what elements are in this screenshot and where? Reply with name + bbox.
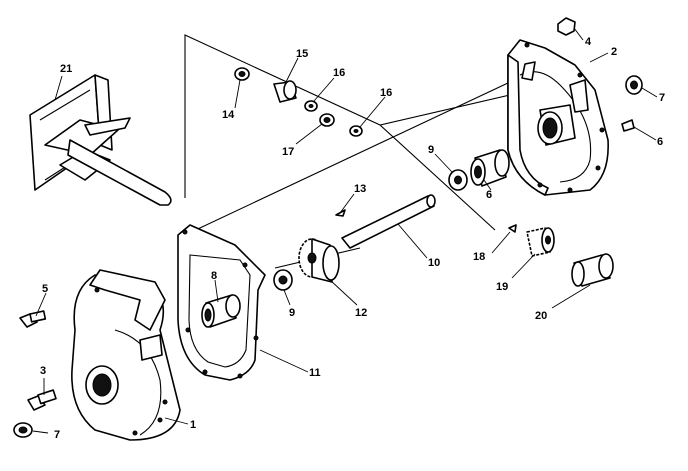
part-15-bushing: [273, 80, 297, 103]
part-4-nut: [557, 17, 576, 36]
part-7-washer-upper: [625, 75, 643, 95]
callout-11: 11: [309, 367, 321, 379]
part-12-spur-gear: [298, 238, 340, 283]
callout-13: 13: [354, 183, 366, 195]
callout-21: 21: [60, 63, 72, 75]
part-16-washer-upper: [304, 100, 318, 112]
part-17-thrust-washer: [319, 113, 335, 127]
part-16-washer-lower: [349, 125, 363, 137]
part-3-bolt: [27, 389, 57, 411]
callout-12: 12: [355, 307, 367, 319]
callout-7-upper: 7: [659, 92, 665, 104]
part-14-washer: [234, 67, 250, 81]
callout-14: 14: [222, 109, 235, 121]
callout-labels: 21 1 2 4 5 3 7 7 6 8 6 9 9 10 11 12 13 1…: [40, 36, 665, 441]
callout-1: 1: [190, 419, 196, 431]
leader-lines: [32, 27, 658, 434]
part-9-washer-right: [448, 169, 468, 191]
callout-9-right: 9: [428, 144, 434, 156]
callout-15: 15: [296, 48, 308, 60]
part-19-pinion-gear: [526, 227, 555, 257]
part-9-washer-left: [273, 269, 293, 291]
callout-9-left: 9: [289, 307, 295, 319]
callout-16-lower: 16: [380, 87, 392, 99]
part-8-bushing-left: [201, 294, 241, 328]
callout-20: 20: [535, 310, 547, 322]
callout-5: 5: [42, 283, 48, 295]
callout-6-right: 6: [657, 136, 663, 148]
part-20-bushing: [571, 253, 614, 287]
callout-6-bushing: 6: [486, 189, 492, 201]
callout-17: 17: [282, 146, 294, 158]
part-7-washer-lower: [13, 422, 33, 438]
callout-16-upper: 16: [333, 67, 345, 79]
part-18-key: [508, 224, 517, 233]
callout-18: 18: [473, 251, 485, 263]
callout-8-left: 8: [211, 270, 217, 282]
callout-4: 4: [585, 36, 592, 48]
part-2-housing-cover: [507, 39, 609, 196]
callout-7-lower: 7: [54, 429, 60, 441]
part-21-impeller-shaft: [29, 74, 172, 206]
callout-19: 19: [496, 281, 508, 293]
part-6-pin: [621, 119, 635, 132]
part-8-bushing-right: [470, 149, 510, 187]
assembly-lines: [184, 34, 511, 269]
part-10-shaft: [341, 194, 436, 249]
part-1-gear-housing: [71, 269, 181, 441]
part-5-bolt: [19, 310, 47, 328]
callout-10: 10: [428, 257, 440, 269]
callout-3: 3: [40, 365, 46, 377]
callout-2: 2: [611, 46, 617, 58]
